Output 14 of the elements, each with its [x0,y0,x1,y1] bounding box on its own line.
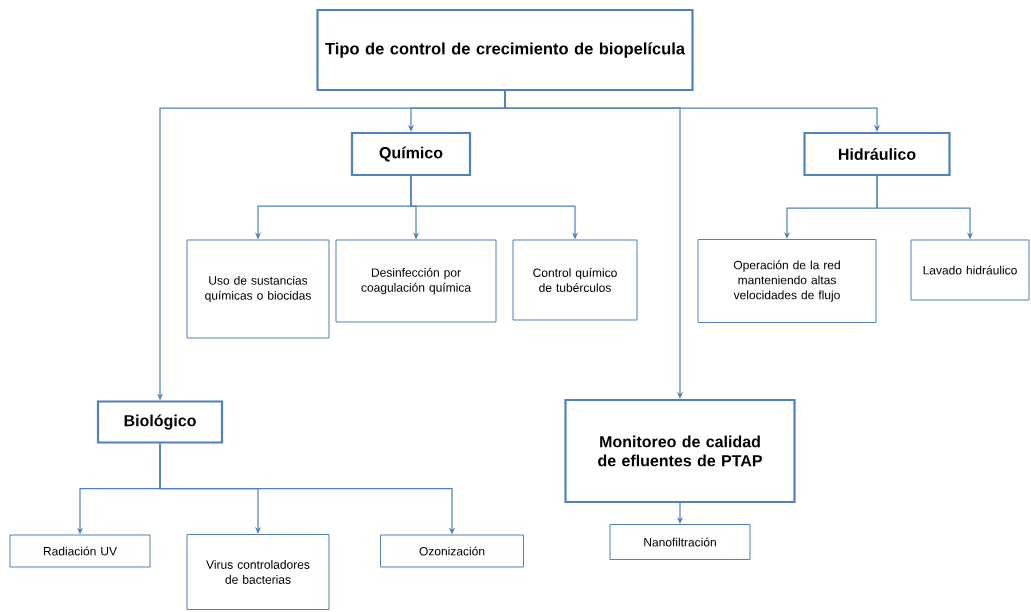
item-box: Ozonización [380,534,524,568]
item-box: Desinfección por coagulación química [335,239,497,323]
item-box: Virus controladores de bacterias [186,534,330,610]
item-box: Lavado hidráulico [910,239,1030,301]
item-box: Control químico de tubérculos [512,239,638,321]
item-box: Radiación UV [9,534,151,568]
category-box: Monitoreo de calidad de efluentes de PTAP [564,398,796,504]
category-box: Químico [350,131,472,177]
item-box: Operación de la red manteniendo altas velocidades de flujo [697,239,877,323]
item-box: Nanofiltración [609,524,751,560]
item-box: Uso de sustancias químicas o biocidas [186,239,330,339]
category-box: Biológico [96,400,224,444]
title-box: Tipo de control de crecimiento de biopelícula [316,8,694,92]
category-box: Hidráulico [803,131,951,177]
